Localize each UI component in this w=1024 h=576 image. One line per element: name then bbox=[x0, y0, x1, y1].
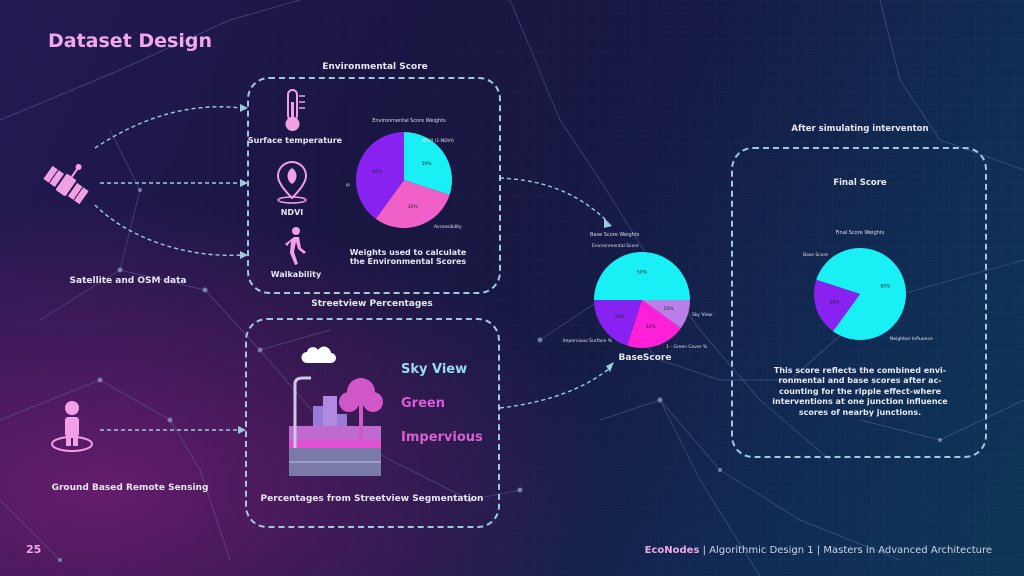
page-number: 25 bbox=[26, 543, 42, 556]
base-pie-pct-3: 20% bbox=[614, 314, 625, 320]
env-pie-label-2: Surface Temp bbox=[346, 182, 350, 188]
ground-sensing-label: Ground Based Remote Sensing bbox=[51, 483, 209, 493]
walking-icon bbox=[285, 227, 306, 265]
base-pie-label-0: Environmental Score bbox=[592, 243, 639, 249]
final-pie-label-1: Neighbor Influence bbox=[890, 336, 933, 342]
final-pie-pct-0: 80% bbox=[880, 283, 891, 289]
env-pie-title: Environmental Score Weights bbox=[372, 118, 446, 124]
base-caption: BaseScore bbox=[618, 353, 672, 363]
base-pie-slice-0 bbox=[594, 252, 690, 300]
person-sensor-icon bbox=[51, 401, 93, 452]
base-pie-slice-2 bbox=[627, 300, 681, 348]
env-caption: Weights used to calculate the Environmen… bbox=[349, 248, 467, 266]
env-score-box bbox=[247, 77, 501, 294]
base-pie-label-3: Impervious Surface % bbox=[563, 338, 613, 344]
final-caption: This score reflects the combined envi-ro… bbox=[772, 366, 948, 417]
leaf-pin-icon bbox=[276, 161, 308, 204]
base-pie-label-2: 1 - Green Cover % bbox=[666, 344, 708, 350]
legend-green: Green bbox=[401, 396, 445, 411]
final-weights-pie-chart: 80% Base Score 20% Neighbor Influence bbox=[803, 248, 933, 342]
final-pie-slice-0 bbox=[816, 248, 906, 340]
base-weights-pie-chart: 50% Environmental Score 10% Sky View % 20% 1 … bbox=[563, 243, 714, 350]
env-pie-pct-1: 30% bbox=[408, 204, 419, 210]
legend-impervious: Impervious bbox=[401, 430, 483, 445]
base-pie-pct-1: 10% bbox=[663, 306, 674, 312]
base-pie-title: Base Score Weights bbox=[590, 232, 640, 238]
city-street-icon bbox=[289, 346, 383, 476]
env-pie-label-1: Accessibility bbox=[434, 224, 462, 230]
footer: EcoNodes | Algorithmic Design 1 | Master… bbox=[645, 545, 992, 556]
env-pie-pct-0: 30% bbox=[422, 161, 433, 167]
final-pie-pct-1: 20% bbox=[830, 300, 841, 306]
streetview-box bbox=[245, 318, 500, 528]
base-pie-label-1: Sky View % bbox=[692, 312, 714, 318]
env-heading: Environmental Score bbox=[322, 62, 428, 72]
env-item-ndvi: NDVI bbox=[280, 208, 304, 217]
env-pie-slice-2 bbox=[356, 132, 404, 219]
final-heading: Final Score bbox=[833, 178, 887, 188]
footer-brand: EcoNodes bbox=[644, 545, 700, 556]
street-heading: Streetview Percentages bbox=[311, 299, 433, 309]
final-score-box bbox=[731, 147, 987, 458]
final-pie-label-0: Base Score bbox=[803, 252, 828, 258]
slide-title: Dataset Design bbox=[48, 30, 212, 52]
base-pie-pct-2: 20% bbox=[646, 324, 657, 330]
env-pie-label-0: NDVI (1-NDVI) bbox=[422, 138, 454, 144]
final-above-label: After simulating interventon bbox=[791, 124, 929, 134]
base-pie-slice-3 bbox=[594, 300, 642, 346]
env-pie-slice-1 bbox=[375, 180, 450, 228]
thermometer-icon bbox=[285, 89, 305, 131]
street-caption: Percentages from Streetview Segmentation bbox=[260, 494, 484, 504]
env-pie-slice-0 bbox=[404, 132, 452, 195]
base-pie-slice-1 bbox=[642, 300, 690, 329]
satellite-icon bbox=[43, 163, 89, 205]
env-pie-pct-2: 40% bbox=[373, 169, 384, 175]
satellite-label: Satellite and OSM data bbox=[69, 276, 187, 286]
footer-course: | Algorithmic Design 1 | Masters in Adva… bbox=[699, 545, 992, 556]
base-pie-pct-0: 50% bbox=[637, 270, 648, 276]
final-pie-slice-1 bbox=[814, 279, 860, 332]
legend-sky-view: Sky View bbox=[401, 362, 468, 377]
final-pie-title: Final Score Weights bbox=[835, 230, 885, 236]
env-weights-pie-chart: 30% NDVI (1-NDVI) 30% Accessibility 40% Surfa… bbox=[346, 132, 462, 230]
env-item-walkability: Walkability bbox=[270, 270, 322, 279]
env-item-surface-temp: Surface temperature bbox=[247, 136, 343, 145]
